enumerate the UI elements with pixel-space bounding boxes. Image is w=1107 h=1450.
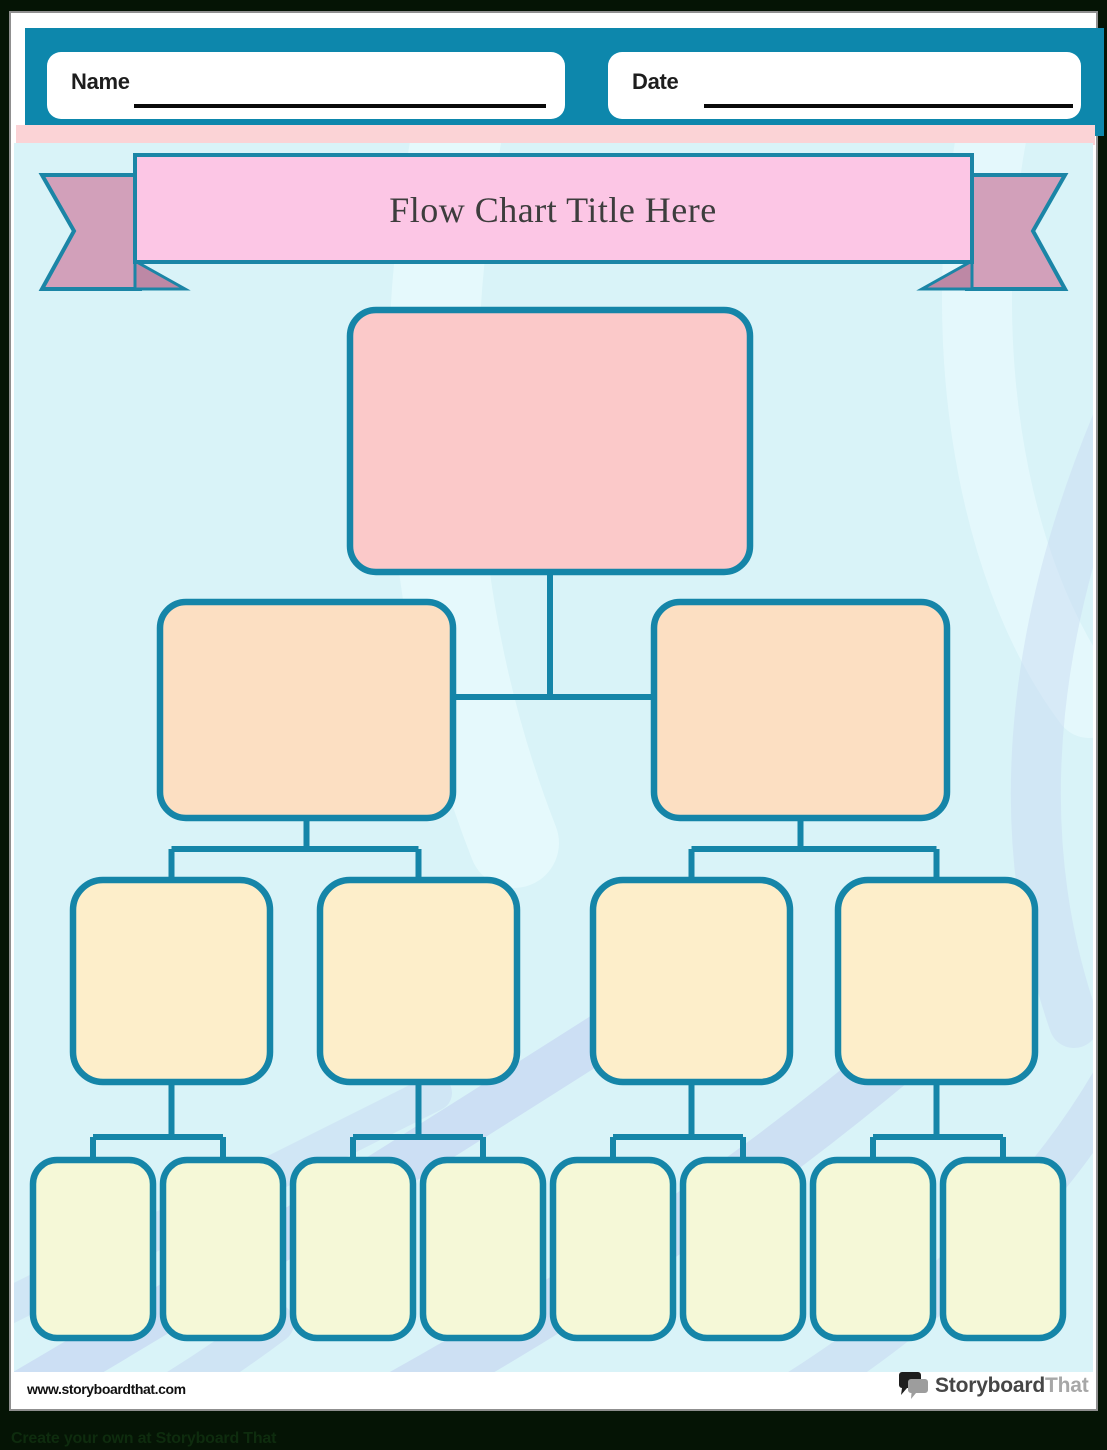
ribbon-right-tail — [965, 173, 1069, 291]
flow-node-level1[interactable] — [346, 306, 754, 576]
flow-node-level3-1[interactable] — [69, 876, 274, 1086]
connectors — [90, 571, 1006, 1162]
name-input-line[interactable] — [134, 104, 546, 108]
name-label: Name — [71, 69, 130, 94]
connector-l3a-l4 — [90, 1082, 226, 1162]
ribbon-left-tail — [38, 173, 142, 291]
website-url: www.storyboardthat.com — [27, 1381, 186, 1397]
flow-node-level3-2[interactable] — [316, 876, 521, 1086]
connector-l2b-l3 — [688, 818, 940, 885]
flow-chart-title: Flow Chart Title Here — [389, 190, 717, 230]
flow-nodes — [29, 306, 1067, 1342]
ribbon-left-fold — [133, 258, 191, 291]
background-swirl — [1010, 414, 1093, 1048]
flow-node-level4-7[interactable] — [809, 1156, 937, 1342]
flow-node-level4-3[interactable] — [289, 1156, 417, 1342]
connector-l1-l2 — [453, 571, 654, 700]
pink-divider-strip — [16, 125, 1095, 145]
connector-l3b-l4 — [350, 1082, 486, 1162]
flow-node-level4-4[interactable] — [419, 1156, 547, 1342]
flow-node-level2-1[interactable] — [156, 598, 457, 822]
ribbon-right-fold — [916, 258, 974, 291]
ribbon-banner-panel — [133, 153, 974, 264]
name-field-card: Name — [47, 52, 565, 119]
flow-node-level3-3[interactable] — [589, 876, 794, 1086]
title-ribbon: Flow Chart Title Here — [38, 153, 1069, 291]
flow-node-level4-2[interactable] — [159, 1156, 287, 1342]
connector-l3d-l4 — [870, 1082, 1006, 1162]
date-input-line[interactable] — [704, 104, 1073, 108]
flow-node-level3-4[interactable] — [834, 876, 1039, 1086]
date-label: Date — [632, 69, 679, 94]
flowchart-area: Flow Chart Title Here — [14, 143, 1093, 1372]
outside-caption: Create your own at Storyboard That — [11, 1430, 277, 1447]
flow-node-level4-8[interactable] — [939, 1156, 1067, 1342]
connector-l2a-l3 — [168, 818, 422, 885]
logo-text-storyboard: Storyboard — [935, 1374, 1046, 1397]
flow-node-level2-2[interactable] — [650, 598, 951, 822]
date-field-card: Date — [608, 52, 1081, 119]
speech-bubbles-icon — [899, 1372, 928, 1399]
flow-node-level4-6[interactable] — [679, 1156, 807, 1342]
flow-node-level4-1[interactable] — [29, 1156, 157, 1342]
background-swirl — [167, 1303, 294, 1372]
header-band: Name Date — [25, 28, 1104, 136]
flow-node-level4-5[interactable] — [549, 1156, 677, 1342]
logo-text-that: That — [1045, 1374, 1089, 1397]
storyboardthat-logo: StoryboardThat — [898, 1369, 1089, 1403]
connector-l3c-l4 — [610, 1082, 746, 1162]
